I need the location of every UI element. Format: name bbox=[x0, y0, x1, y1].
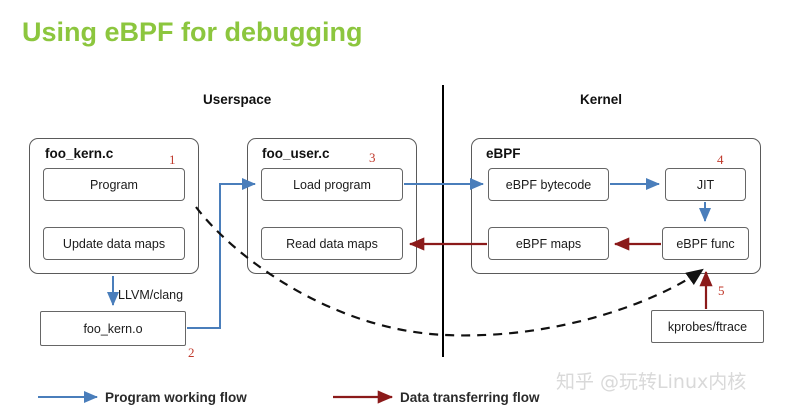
group-title-ebpf: eBPF bbox=[486, 146, 521, 161]
step-number-3: 3 bbox=[369, 150, 376, 165]
group-title-foo-kern-c: foo_kern.c bbox=[45, 146, 114, 161]
step-number-5: 5 bbox=[718, 283, 725, 298]
box-ebpf-maps: eBPF maps bbox=[488, 227, 609, 260]
section-label-userspace: Userspace bbox=[203, 92, 272, 107]
legend-label-program-flow: Program working flow bbox=[105, 390, 247, 405]
box-program: Program bbox=[43, 168, 185, 201]
box-ebpf-bytecode: eBPF bytecode bbox=[488, 168, 609, 201]
watermark: 知乎 @玩转Linux内核 bbox=[556, 371, 747, 393]
step-number-4: 4 bbox=[717, 152, 724, 167]
edge-label-llvm-clang: LLVM/clang bbox=[118, 288, 184, 302]
group-title-foo-user-c: foo_user.c bbox=[262, 146, 330, 161]
box-update-data-maps: Update data maps bbox=[43, 227, 185, 260]
box-load-program: Load program bbox=[261, 168, 403, 201]
box-kprobes-ftrace: kprobes/ftrace bbox=[651, 310, 764, 343]
step-number-2: 2 bbox=[188, 345, 195, 360]
legend-label-data-flow: Data transferring flow bbox=[400, 390, 540, 405]
box-read-data-maps: Read data maps bbox=[261, 227, 403, 260]
box-jit: JIT bbox=[665, 168, 746, 201]
step-number-1: 1 bbox=[169, 152, 176, 167]
box-ebpf-func: eBPF func bbox=[662, 227, 749, 260]
page-title: Using eBPF for debugging bbox=[22, 17, 363, 47]
box-foo-kern-o: foo_kern.o bbox=[40, 311, 186, 346]
section-label-kernel: Kernel bbox=[580, 92, 623, 107]
userspace-kernel-divider bbox=[442, 85, 445, 357]
